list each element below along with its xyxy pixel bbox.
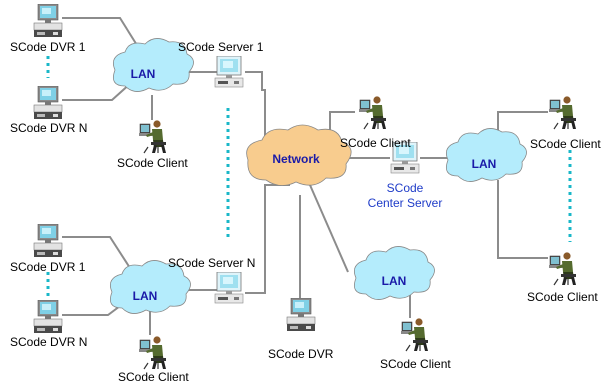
dvr-n-top-icon (33, 86, 63, 120)
server-n-icon (214, 272, 244, 304)
dvr-1-bottom-icon (33, 224, 63, 258)
server-n-label: SCode Server N (168, 256, 256, 270)
server-1-label: SCode Server 1 (178, 40, 264, 54)
connection-lines (62, 17, 548, 335)
lan-cloud-right: LAN (445, 128, 527, 182)
center-server-label-line1: SCode (386, 181, 424, 195)
client-bottom-left-label: SCode Client (118, 370, 189, 384)
dvr-center-label: SCode DVR (268, 347, 334, 361)
client-center-top-icon (358, 96, 387, 130)
client-bottom-left-icon (138, 336, 167, 370)
client-center-top-label: SCode Client (340, 136, 411, 150)
server-1-icon (214, 56, 244, 88)
dvr-n-bottom-icon (33, 300, 63, 334)
client-right-bottom-icon (548, 252, 577, 286)
center-server-label-line2: Center Server (367, 196, 443, 210)
ellipsis-lines (46, 56, 572, 296)
dvr-1-bottom-label: SCode DVR 1 (10, 260, 86, 274)
dvr-n-bottom-label: SCode DVR N (10, 335, 88, 349)
client-top-left-label: SCode Client (117, 156, 188, 170)
lan-label: LAN (131, 67, 156, 81)
client-right-bottom-label: SCode Client (527, 290, 598, 304)
lan-cloud-bottom-right: LAN (353, 246, 435, 300)
lan-label: LAN (472, 157, 497, 171)
client-center-bottom-label: SCode Client (380, 357, 451, 371)
lan-cloud-bottom-left: LAN (109, 260, 191, 314)
dvr-1-top-icon (33, 4, 63, 38)
dvr-n-top-label: SCode DVR N (10, 121, 88, 135)
network-label: Network (272, 152, 320, 166)
dvr-center-icon (286, 298, 316, 332)
network-cloud: Network (246, 124, 352, 186)
client-right-top-icon (548, 96, 577, 130)
lan-label: LAN (133, 289, 158, 303)
client-center-bottom-icon (400, 318, 429, 352)
client-top-left-icon (138, 120, 167, 154)
lan-cloud-top-left: LAN (112, 38, 194, 92)
lan-label: LAN (382, 274, 407, 288)
client-right-top-label: SCode Client (530, 137, 601, 151)
dvr-1-top-label: SCode DVR 1 (10, 40, 86, 54)
